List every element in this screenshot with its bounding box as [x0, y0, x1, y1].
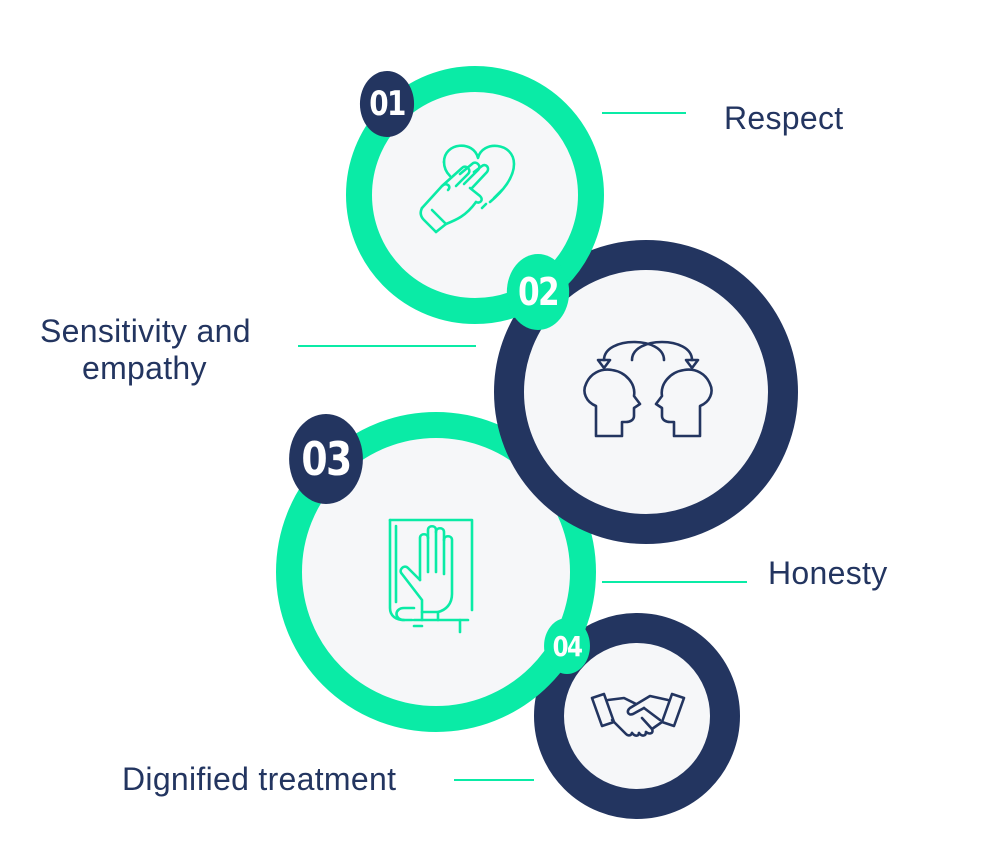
label-sensitivity-line2: empathy — [82, 350, 207, 386]
number-01: 01 — [369, 84, 406, 124]
hand-on-heart-icon — [419, 144, 516, 234]
handshake-icon — [590, 692, 686, 737]
number-badge-02: 02 — [506, 254, 570, 330]
number-badge-04: 04 — [544, 618, 590, 674]
number-02: 02 — [517, 270, 560, 314]
number-03: 03 — [301, 432, 352, 486]
number-badge-01: 01 — [359, 71, 415, 137]
label-dignified-treatment: Dignified treatment — [122, 761, 397, 797]
label-honesty: Honesty — [768, 555, 888, 591]
label-sensitivity: Sensitivity and empathy — [40, 313, 251, 387]
connector-line-02 — [298, 345, 476, 347]
connector-line-01 — [602, 112, 686, 114]
label-respect: Respect — [724, 100, 844, 136]
connector-line-04 — [454, 779, 534, 781]
hand-on-book-icon — [388, 518, 474, 634]
connector-line-03 — [602, 581, 747, 583]
number-04: 04 — [552, 629, 583, 663]
label-sensitivity-line1: Sensitivity and — [40, 313, 251, 349]
empathy-heads-icon — [583, 340, 713, 438]
number-badge-03: 03 — [289, 414, 363, 504]
